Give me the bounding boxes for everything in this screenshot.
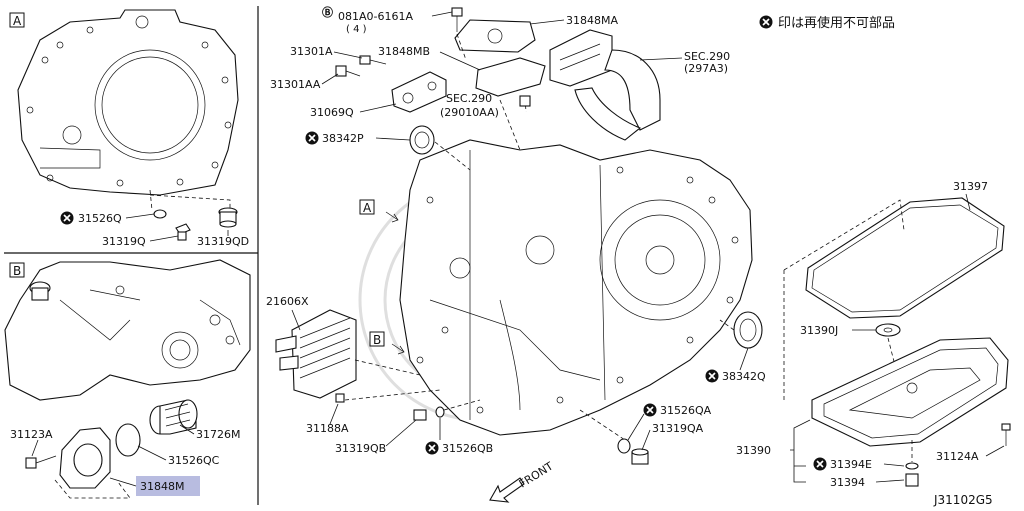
vent-plug	[519, 95, 531, 107]
label-081a0-6161a[interactable]: 081A0-6161A	[338, 10, 413, 23]
bolt-31123a[interactable]	[25, 455, 57, 469]
bolt-31301a[interactable]	[359, 55, 387, 65]
label-38342q[interactable]: 38342Q	[722, 370, 766, 383]
front-arrow-icon	[489, 477, 525, 503]
label-sec290-mid[interactable]: SEC.290	[446, 92, 492, 105]
label-31848mb[interactable]: 31848MB	[378, 45, 430, 58]
label-31390j[interactable]: 31390J	[800, 324, 838, 337]
label-31319qd[interactable]: 31319QD	[197, 235, 249, 248]
panel-frame	[4, 6, 259, 505]
seal-38342p[interactable]	[409, 125, 435, 155]
label-31188a[interactable]: 31188A	[306, 422, 349, 435]
drain-plug-31394[interactable]	[905, 473, 919, 487]
legend: 印は再使用不可部品	[758, 14, 895, 31]
gasket-31526q[interactable]	[153, 209, 167, 219]
oil-pan-31390[interactable]	[811, 337, 1009, 447]
legend-note: 印は再使用不可部品	[778, 15, 895, 31]
view-a-tag: A	[13, 14, 22, 28]
plug-31319qd[interactable]	[218, 207, 238, 228]
sensor-31069q[interactable]	[391, 71, 447, 113]
bolt-circle-b-icon: Ⓑ	[322, 5, 333, 19]
label-31319qb[interactable]: 31319QB	[335, 442, 386, 455]
view-a-panel: A 31526Q 31319Q	[9, 9, 249, 248]
harness-connector	[549, 29, 613, 87]
label-31319q[interactable]: 31319Q	[102, 235, 146, 248]
label-31848m[interactable]: 31848M	[140, 480, 184, 493]
cooler-hose	[574, 49, 661, 141]
label-31301a[interactable]: 31301A	[290, 45, 333, 58]
label-sec290-top-sub: (297A3)	[684, 62, 728, 75]
plug-31319qa[interactable]	[631, 448, 649, 465]
bracket-31848ma[interactable]	[454, 19, 536, 53]
label-31069q[interactable]: 31069Q	[310, 106, 354, 119]
label-31848ma[interactable]: 31848MA	[566, 14, 618, 27]
label-31301aa[interactable]: 31301AA	[270, 78, 321, 91]
cover-31848m[interactable]	[59, 427, 111, 489]
filter-31726m[interactable]	[149, 399, 198, 435]
label-31397[interactable]: 31397	[953, 180, 988, 193]
view-ref-b-arrow-icon	[391, 343, 405, 355]
seal-38342q[interactable]	[733, 311, 763, 349]
pan-gasket-31397[interactable]	[805, 197, 1005, 319]
plug-31319q[interactable]	[175, 223, 191, 241]
label-21606x[interactable]: 21606X	[266, 295, 309, 308]
label-sec290-top[interactable]: SEC.290	[684, 50, 730, 63]
selected-part-highlight	[136, 476, 200, 496]
label-31390[interactable]: 31390	[736, 444, 771, 457]
view-b-tag: B	[13, 264, 21, 278]
oring-31526qc[interactable]	[115, 423, 141, 457]
view-ref-b[interactable]: B	[373, 333, 381, 347]
view-ref-a[interactable]: A	[363, 201, 372, 215]
label-31394[interactable]: 31394	[830, 476, 865, 489]
view-ref-b-box[interactable]	[369, 331, 385, 347]
washer-31394e[interactable]	[905, 462, 919, 470]
diagram-code: J31102G5	[933, 493, 993, 507]
label-31526qc[interactable]: 31526QC	[168, 454, 220, 467]
view-ref-a-box[interactable]	[359, 199, 375, 215]
housing-bolt-holes	[416, 166, 739, 414]
magnet-31390j[interactable]	[875, 323, 901, 337]
gasket-31526qa[interactable]	[617, 438, 631, 454]
label-31123a[interactable]: 31123A	[10, 428, 53, 441]
label-31526q[interactable]: 31526Q	[78, 212, 122, 225]
bolt-31188a[interactable]	[335, 393, 345, 403]
bolt-31124a[interactable]	[1001, 423, 1011, 446]
view-a-tag-box	[9, 12, 25, 28]
view-ref-a-arrow-icon	[385, 211, 399, 223]
main-view: A B FRONT Ⓑ 081A0-6161A ( 4 ) 31848MA 31…	[266, 5, 766, 503]
transmission-housing	[399, 139, 753, 436]
label-31394e[interactable]: 31394E	[830, 458, 872, 471]
label-31124a[interactable]: 31124A	[936, 450, 979, 463]
label-31726m[interactable]: 31726M	[196, 428, 240, 441]
label-31319qa[interactable]: 31319QA	[652, 422, 704, 435]
label-sec290-mid-sub: (29010AA)	[440, 106, 499, 119]
label-31526qa[interactable]: 31526QA	[660, 404, 712, 417]
bolt-081a0-6161a[interactable]	[451, 7, 463, 32]
view-b-panel: B 31123A 31726	[4, 259, 251, 499]
oil-cooler-21606x[interactable]	[275, 309, 357, 399]
plug-31319qb[interactable]	[413, 409, 427, 421]
gasket-31526qb[interactable]	[435, 406, 445, 418]
label-31526qb[interactable]: 31526QB	[442, 442, 493, 455]
view-b-tag-box	[9, 262, 25, 278]
bolt-31301aa[interactable]	[335, 65, 361, 77]
case-bolt-holes	[26, 15, 232, 187]
label-38342p[interactable]: 38342P	[322, 132, 364, 145]
front-label: FRONT	[517, 459, 556, 490]
bracket-31848mb[interactable]	[475, 57, 546, 97]
label-081a0-6161a-qty: ( 4 )	[346, 24, 367, 35]
oil-pan-group: 31397 31390J 31390 31394E 31	[736, 180, 1011, 489]
